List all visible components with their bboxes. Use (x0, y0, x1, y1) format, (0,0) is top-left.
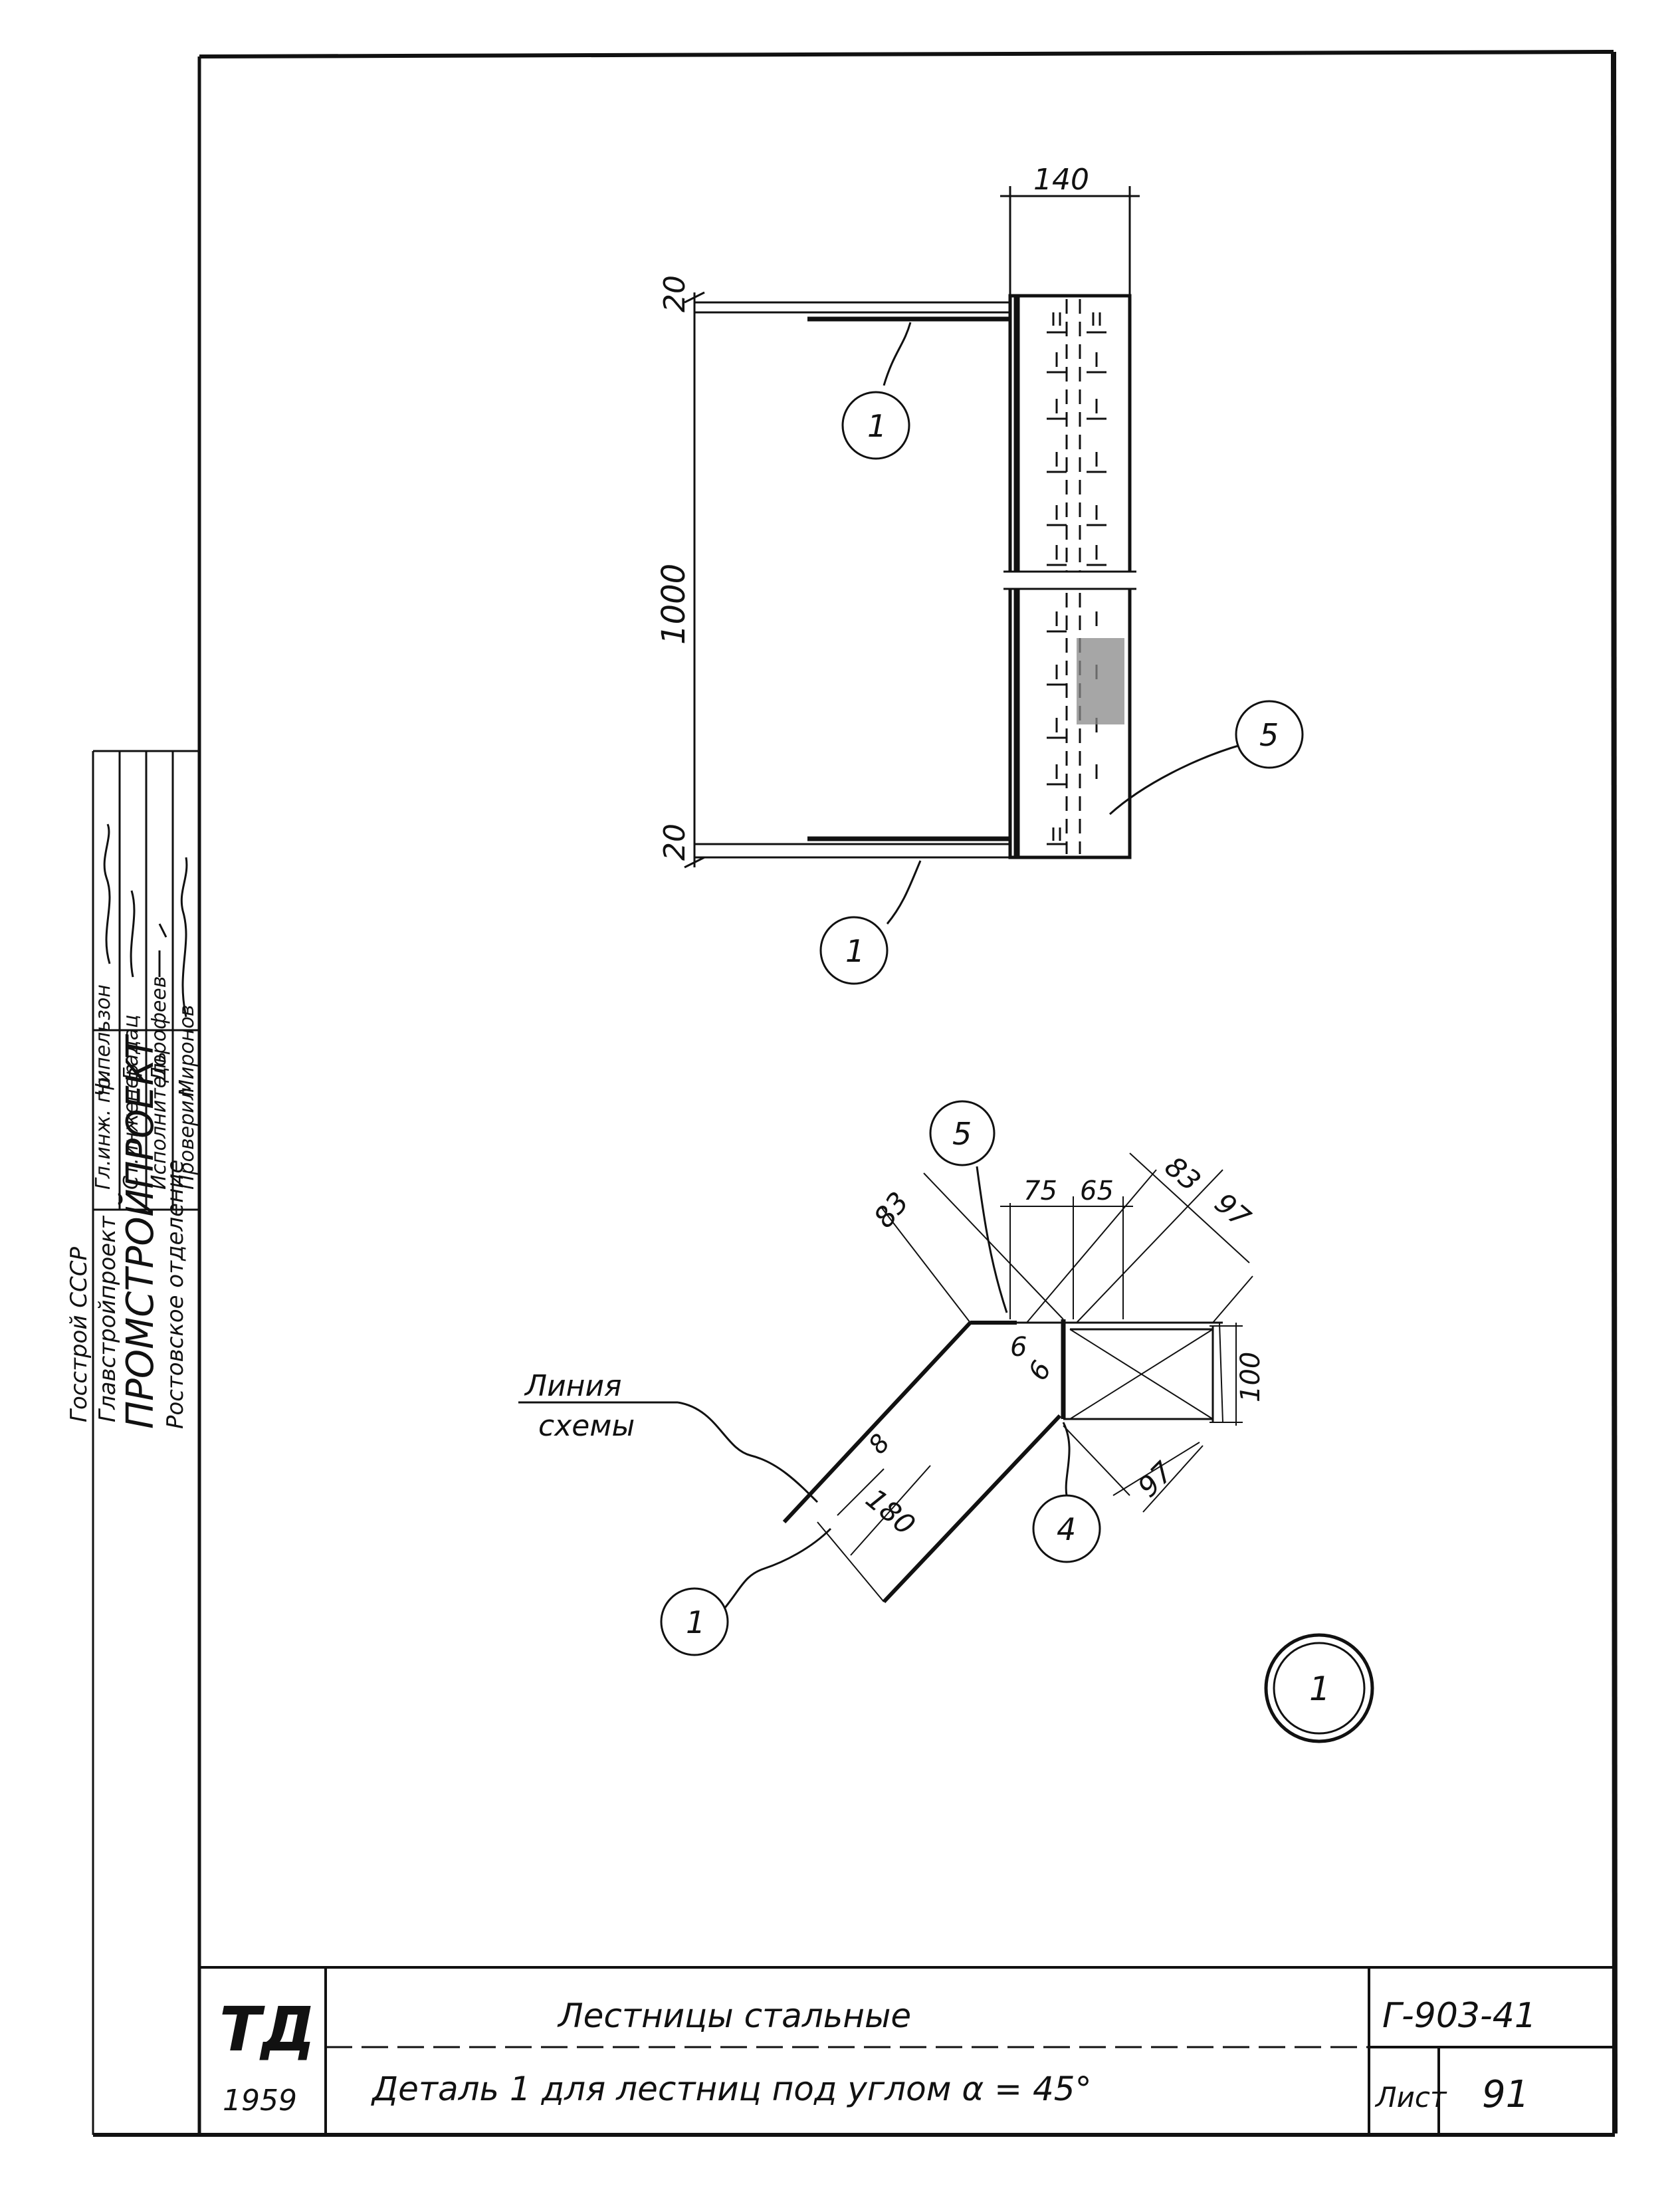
scheme-label-1: Линия (524, 1369, 622, 1403)
org-line-4: Ростовское отделение (162, 1160, 189, 1429)
sheet-number: 91 (1482, 2073, 1529, 2116)
drawing-title: Лестницы стальные (557, 1997, 911, 2035)
stamp-box (92, 750, 199, 2135)
callout-section-5-label: 5 (952, 1116, 972, 1152)
sig-name-4: Миронов (175, 1005, 199, 1097)
dim-83-right: 83 (1159, 1150, 1207, 1198)
title-block (199, 1966, 1615, 2135)
detail-marker-label: 1 (1309, 1670, 1330, 1708)
sheet-label: Лист (1374, 2081, 1447, 2114)
dim-6-a: 6 (1010, 1332, 1027, 1363)
title-mark: ТД (219, 1994, 316, 2065)
rivet-marks (1047, 312, 1106, 845)
scheme-leader (677, 1401, 819, 1503)
org-line-2: Главстройпроект (94, 1215, 121, 1422)
callout-bottom-1-label: 1 (845, 933, 865, 969)
detail-marker (1264, 1633, 1374, 1743)
sig-role-1: Гл.инж. пр. (92, 1071, 115, 1190)
dim-83-left: 83 (867, 1186, 915, 1234)
sig-role-4: Проверил (175, 1087, 199, 1190)
dim-100: 100 (1235, 1352, 1266, 1402)
callout-section-4-label: 4 (1057, 1511, 1076, 1547)
dim-65: 65 (1080, 1176, 1114, 1206)
dim-97-top: 97 (1209, 1186, 1257, 1234)
dim-bottom-20: 20 (658, 823, 692, 861)
signature-marks (103, 823, 188, 1018)
title-year: 1959 (223, 2084, 297, 2118)
callout-right-5 (1108, 700, 1304, 816)
callout-section-1-label: 1 (686, 1604, 705, 1640)
sig-name-1: Чипельзон (92, 984, 115, 1097)
dim-180: 180 (860, 1482, 922, 1541)
dim-top-20: 20 (658, 275, 692, 312)
sig-role-3: Исполнитель (148, 1051, 171, 1190)
top-view (684, 186, 1143, 869)
dim-width-140: 140 (1033, 163, 1089, 197)
callout-top-1-label: 1 (867, 408, 887, 444)
section-view (782, 1152, 1253, 1604)
callout-right-5-label: 5 (1259, 717, 1279, 753)
callout-top-1 (841, 322, 912, 460)
callout-section-1 (660, 1527, 832, 1656)
sig-role-2: Ст.инженер (120, 1063, 143, 1190)
scheme-label-2: схемы (538, 1409, 635, 1443)
dim-6-b: 6 (1023, 1356, 1058, 1386)
dim-height-1000: 1000 (655, 564, 692, 645)
dim-75: 75 (1023, 1176, 1057, 1206)
org-line-3: ПРОМСТРОЙПРОЕКТ (119, 1034, 162, 1429)
sig-name-2: Бадац (120, 1014, 143, 1080)
sig-name-3: Дорофеев (148, 976, 171, 1083)
weld-hatch (1077, 638, 1124, 724)
drawing-code: Г-903-41 (1382, 1996, 1536, 2036)
drawing-subtitle: Деталь 1 для лестниц под углом α = 45° (371, 2070, 1092, 2108)
org-line-1: Госстрой СССР (66, 1247, 92, 1422)
dim-97-bottom: 97 (1131, 1455, 1180, 1503)
callout-bottom-1 (819, 860, 922, 985)
callout-section-5 (929, 1100, 1008, 1313)
sheet-frame (93, 50, 1618, 2137)
callout-section-4 (1032, 1422, 1101, 1563)
